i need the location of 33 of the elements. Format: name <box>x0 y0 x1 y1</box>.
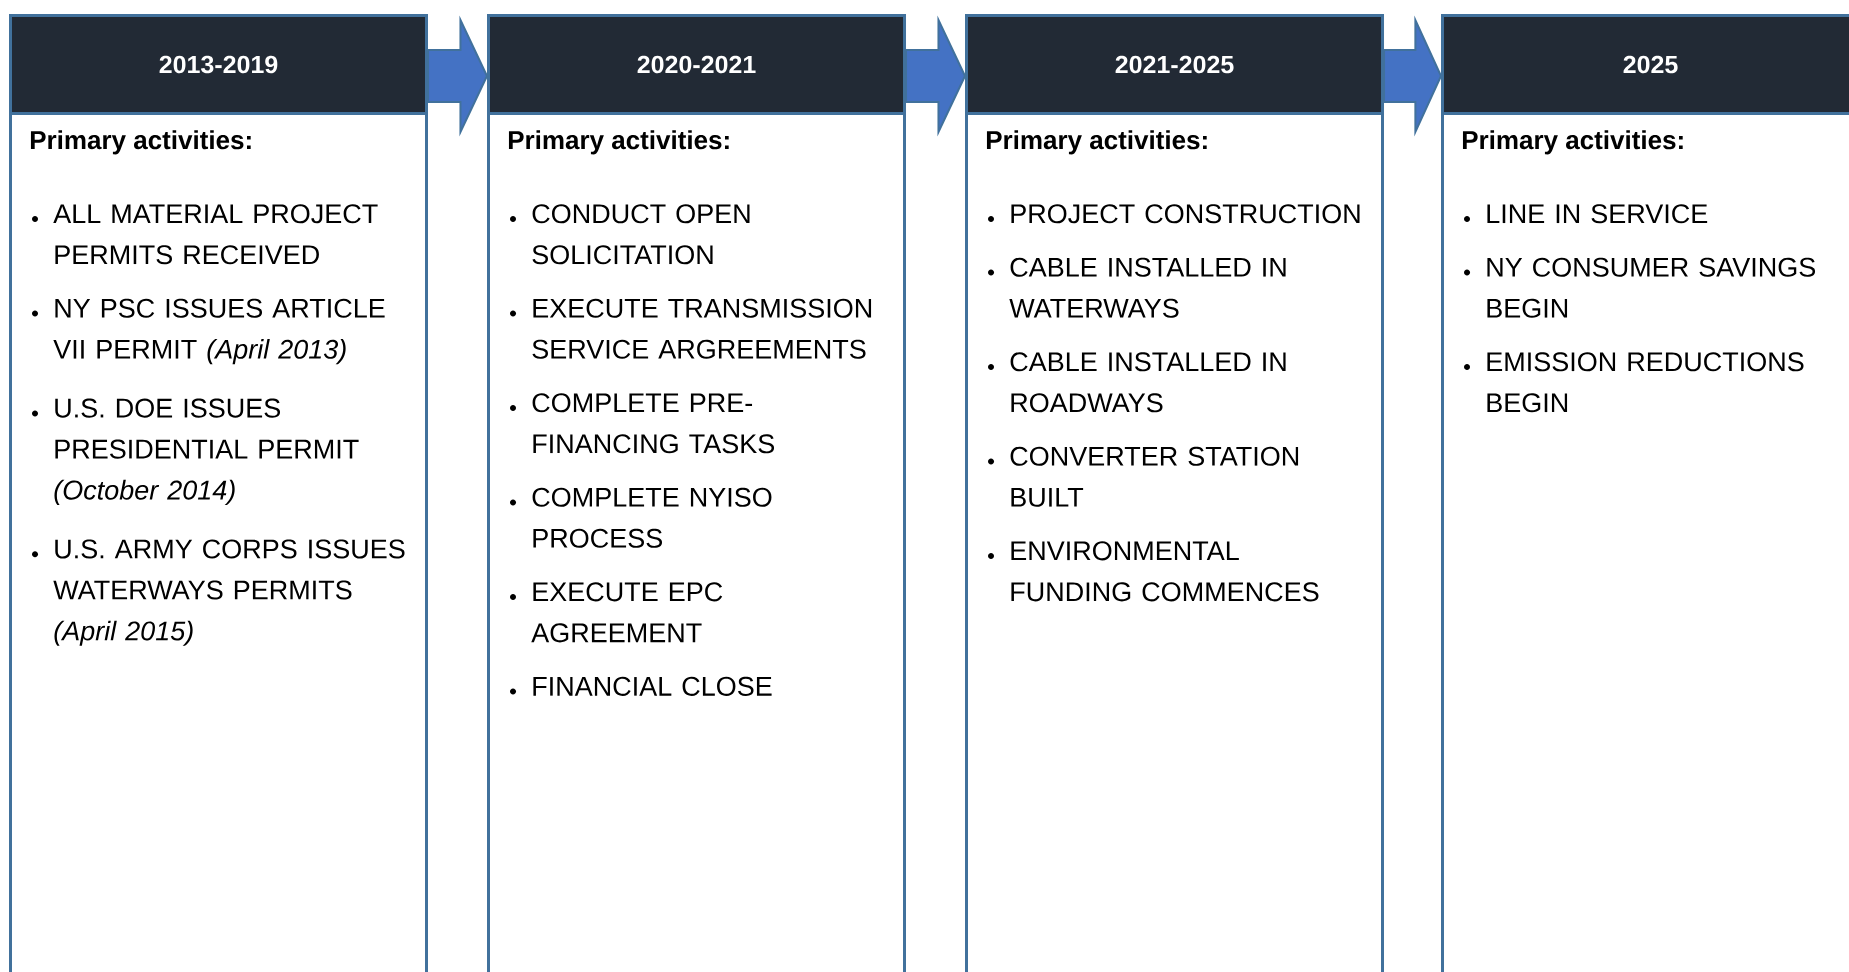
bullet-item: ALL MATERIAL PROJECT PERMITS RECEIVED <box>32 204 378 265</box>
bullet-item: EXECUTE TRANSMISSION SERVICE ARGREEMENTS <box>510 298 872 359</box>
year-header: 2013-2019 <box>9 14 428 115</box>
bullet-item: U.S. ARMY CORPS ISSUES WATERWAYS PERMITS (April 2015) <box>32 539 405 646</box>
year-header: 2021-2025 <box>965 14 1384 115</box>
bullet-item: COMPLETE PRE-FINANCING TASKS <box>510 393 775 454</box>
activities-heading: Primary activities: <box>30 130 251 155</box>
timeline-column <box>965 14 1384 972</box>
bullet-item: CABLE INSTALLED IN ROADWAYS <box>988 352 1286 413</box>
bullet-item: FINANCIAL CLOSE <box>510 676 772 696</box>
bullet-item: NY CONSUMER SAVINGS BEGIN <box>1464 257 1816 318</box>
arrow <box>905 15 967 137</box>
timeline-column <box>487 14 906 972</box>
activities-heading: Primary activities: <box>986 130 1207 155</box>
timeline-column <box>1441 14 1849 972</box>
arrow <box>1383 15 1443 137</box>
year-header: 2020-2021 <box>487 14 906 115</box>
bullet-item: U.S. DOE ISSUES PRESIDENTIAL PERMIT (October 2014) <box>32 398 359 506</box>
year-header: 2025 <box>1441 14 1849 115</box>
bullet-item: CONVERTER STATION BUILT <box>988 446 1299 507</box>
bullet-item: EXECUTE EPC AGREEMENT <box>510 582 723 643</box>
arrow <box>427 15 489 137</box>
bullet-item: EMISSION REDUCTIONS BEGIN <box>1464 352 1804 413</box>
bullet-item: LINE IN SERVICE <box>1464 204 1708 224</box>
activities-heading: Primary activities: <box>508 130 729 155</box>
bullet-item: CONDUCT OPEN SOLICITATION <box>510 204 750 265</box>
timeline-column <box>9 14 428 972</box>
activities-heading: Primary activities: <box>1462 130 1683 155</box>
bullet-item: COMPLETE NYISO PROCESS <box>510 487 772 548</box>
bullet-item: ENVIRONMENTAL FUNDING COMMENCES <box>988 541 1319 602</box>
bullet-item: PROJECT CONSTRUCTION <box>988 204 1360 224</box>
bullet-item: CABLE INSTALLED IN WATERWAYS <box>988 257 1286 318</box>
bullet-item: NY PSC ISSUES ARTICLE VII PERMIT (April 2013) <box>32 298 385 365</box>
